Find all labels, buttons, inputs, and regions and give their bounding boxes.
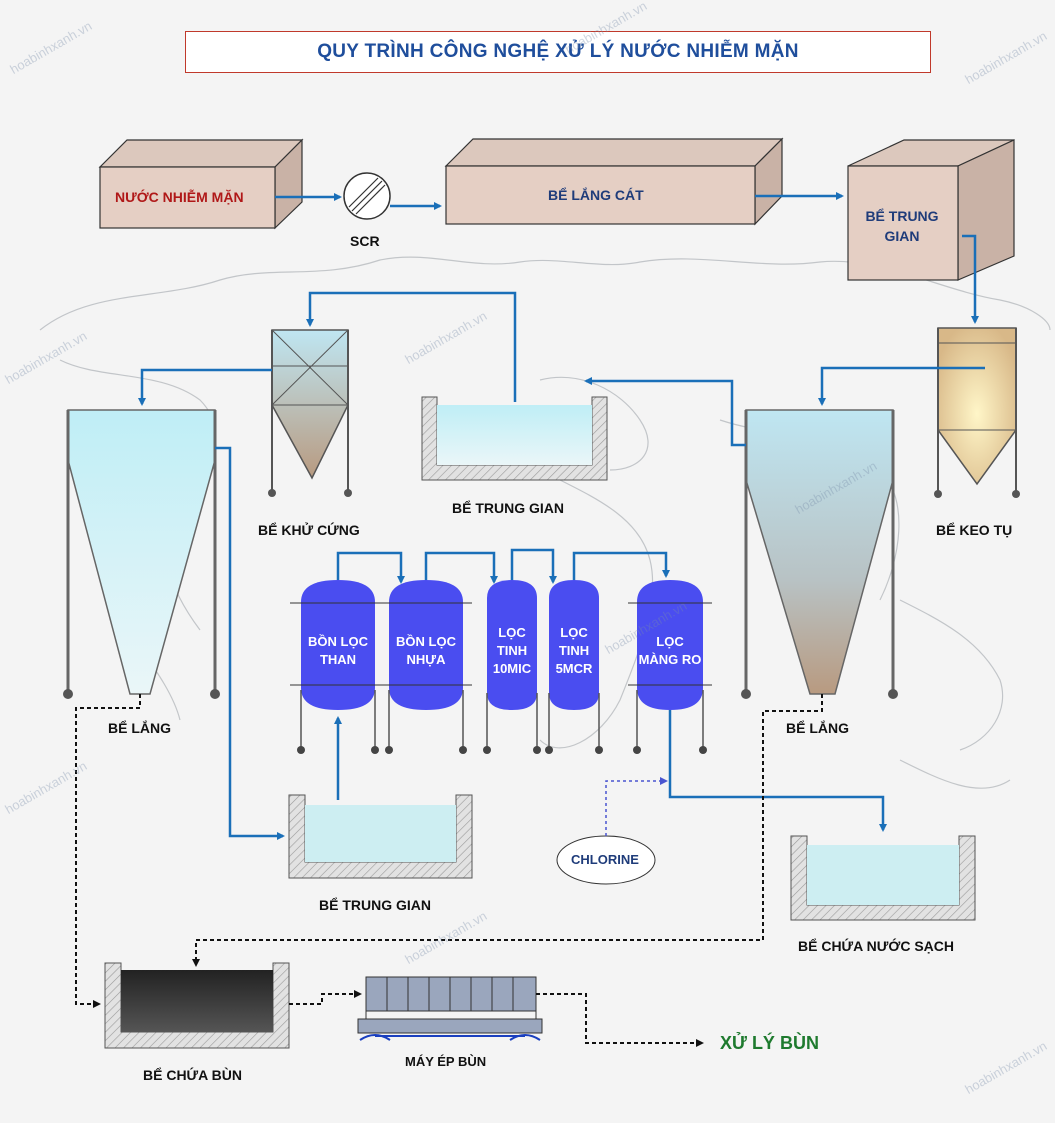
softening-tank xyxy=(268,329,352,497)
settling-left-label: BỂ LẮNG xyxy=(108,720,171,736)
coagulation-label: BỂ KEO TỤ xyxy=(936,522,1013,538)
intermediate-mid-label: BỂ TRUNG GIAN xyxy=(452,500,564,516)
intermediate-tank-top xyxy=(847,139,1015,281)
fine-filter-5-label: LỌC TINH 5MCR xyxy=(555,625,593,676)
ro-filter-label: LỌC MÀNG RO xyxy=(638,634,702,667)
coagulation-tank xyxy=(934,327,1020,498)
settling-right-label: BỂ LẮNG xyxy=(786,720,849,736)
intermediate-tank-mid xyxy=(421,396,608,481)
sludge-treatment-label: XỬ LÝ BÙN xyxy=(720,1033,819,1053)
filter-press xyxy=(357,976,543,1041)
grit-tank xyxy=(444,137,784,226)
clean-water-label: BỂ CHỨA NƯỚC SẠCH xyxy=(798,938,954,954)
settling-tank-right xyxy=(741,409,898,699)
intermediate-tank-bottom xyxy=(288,794,473,879)
scr-label: SCR xyxy=(350,233,380,249)
carbon-filter-vessel xyxy=(290,580,388,754)
water-flow-lines xyxy=(138,192,985,840)
grit-tank-label: BỂ LẮNG CÁT xyxy=(548,187,644,203)
filter-press-label: MÁY ÉP BÙN xyxy=(405,1054,487,1069)
sludge-flow-lines xyxy=(75,694,823,1047)
sludge-tank-label: BỂ CHỨA BÙN xyxy=(143,1067,242,1083)
diagram-title: QUY TRÌNH CÔNG NGHỆ XỬ LÝ NƯỚC NHIỄM MẶN xyxy=(317,41,799,62)
diagram-title-box: QUY TRÌNH CÔNG NGHỆ XỬ LÝ NƯỚC NHIỄM MẶN xyxy=(185,31,931,73)
intermediate-top-label: BỂ TRUNG GIAN xyxy=(865,208,939,244)
intermediate-bottom-label: BỂ TRUNG GIAN xyxy=(319,897,431,913)
raw-water-label: NƯỚC NHIỄM MẶN xyxy=(115,189,244,205)
clean-water-tank xyxy=(790,835,976,921)
raw-water-tank xyxy=(98,138,304,230)
ro-membrane-vessel xyxy=(628,580,712,754)
fine-filter-10-label: LỌC TINH 10MIC xyxy=(492,625,532,676)
scr-screen xyxy=(343,172,391,220)
carbon-filter-label: BỒN LỌC THAN xyxy=(308,634,368,667)
fine-filter-10mic-vessel xyxy=(483,580,541,754)
sludge-tank xyxy=(104,962,290,1049)
chlorine-label: CHLORINE xyxy=(571,852,639,867)
softening-label: BỂ KHỬ CỨNG xyxy=(258,522,360,538)
fine-filter-5mcr-vessel xyxy=(545,580,603,754)
settling-tank-left xyxy=(63,409,220,699)
resin-filter-label: BỒN LỌC NHỰA xyxy=(396,634,456,667)
resin-filter-vessel xyxy=(377,580,472,754)
chlorine-dosing-line xyxy=(605,777,668,836)
